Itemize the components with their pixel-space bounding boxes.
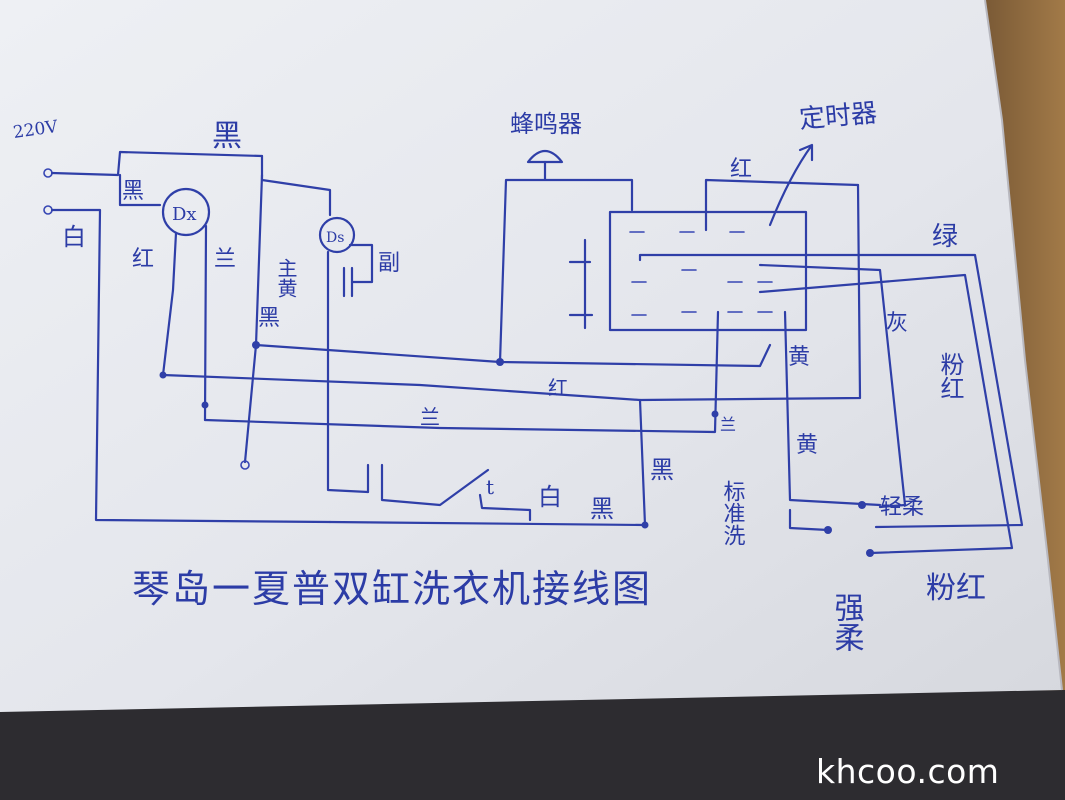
- switch-gentle-terminal: [858, 501, 866, 509]
- diagram-title: 琴岛一夏普双缸洗衣机接线图: [132, 567, 652, 611]
- label-dx: Dx: [172, 204, 197, 225]
- timer-contacts: [629, 231, 773, 316]
- wire-black-bus: [260, 154, 332, 217]
- label-yellow-1: 黄: [788, 345, 810, 370]
- wire-black-horizontal: [254, 343, 772, 368]
- label-strong-gentle: 强柔: [829, 592, 864, 652]
- wire-supply-black: [50, 150, 264, 177]
- site-watermark: khcoo.com: [816, 752, 1000, 791]
- label-white-bottom: 白: [538, 483, 562, 511]
- label-black-bottom: 黑: [590, 495, 614, 523]
- lid-switch: [366, 463, 532, 522]
- timer-knob: [568, 238, 594, 330]
- label-grey: 灰: [886, 311, 908, 336]
- wire-timer-red: [704, 178, 860, 232]
- label-timer: 定时器: [798, 98, 878, 135]
- ds-capacitor: [342, 266, 354, 298]
- junction-black-bottom: [641, 521, 649, 529]
- label-buzzer: 蜂鸣器: [510, 110, 582, 138]
- wire-blue-horizontal: [203, 310, 720, 434]
- wire-ds-sub: [348, 243, 374, 284]
- diagram-labels: 220V 黑 黑 白 Dx Ds 红 兰 主黄 副 黑 蜂鸣器 定时器 红 绿 …: [12, 98, 986, 652]
- buzzer-symbol: [526, 149, 564, 164]
- label-ds: Ds: [326, 230, 344, 246]
- lower-page-edge: [0, 690, 1065, 800]
- dx-motor-symbol: [161, 187, 211, 237]
- label-blue-small: 兰: [720, 415, 736, 434]
- label-white-left: 白: [62, 223, 86, 251]
- label-main-yellow: 主黄: [274, 258, 298, 298]
- wire-grey: [758, 263, 907, 509]
- label-red-left: 红: [132, 247, 154, 272]
- wire-to-dx: [118, 173, 162, 207]
- label-pink-red-bottom: 粉红: [926, 571, 986, 606]
- junction-black-left: [252, 341, 260, 349]
- bottom-terminal: [240, 460, 250, 470]
- label-sub-winding: 副: [378, 251, 400, 276]
- label-blue-left: 兰: [214, 247, 236, 272]
- label-red-bus: 红: [548, 376, 568, 400]
- label-gentle: 轻柔: [880, 495, 924, 520]
- junction-blue-small: [711, 410, 719, 418]
- label-black-left: 黑: [122, 179, 144, 204]
- wiring-diagram: [43, 143, 1024, 557]
- label-pink-red: 粉红: [936, 352, 964, 400]
- wire-green: [638, 253, 1024, 529]
- timer-arrow: [768, 143, 814, 227]
- wire-supply-white: [50, 208, 332, 524]
- label-black-mid: 黑: [258, 306, 280, 331]
- label-lid-switch: t: [486, 475, 494, 499]
- ds-motor-symbol: [318, 216, 356, 254]
- wire-yellow: [783, 310, 882, 507]
- label-green: 绿: [932, 222, 958, 252]
- label-standard-wash: 标准洗: [720, 480, 746, 546]
- label-red-top: 红: [730, 157, 752, 182]
- label-blue-bus: 兰: [420, 405, 440, 429]
- label-yellow-2: 黄: [796, 433, 818, 458]
- junction-red: [159, 371, 167, 379]
- wire-standard: [788, 508, 830, 532]
- timer-switch-box: [608, 210, 808, 332]
- label-black-low: 黑: [650, 456, 674, 484]
- notebook-page: [0, 0, 1062, 712]
- wire-pink-red: [758, 273, 1014, 555]
- wire-buzzer: [498, 160, 634, 364]
- junction-blue: [201, 401, 209, 409]
- wire-ds-main-yellow: [326, 250, 370, 494]
- wire-dx-red: [161, 231, 178, 377]
- label-black-top: 黑: [212, 119, 242, 154]
- switch-standard-wash-terminal: [824, 526, 832, 534]
- page-edge-line: [984, 0, 1063, 691]
- switch-strong-terminal: [866, 549, 874, 557]
- wire-dx-blue: [203, 224, 208, 422]
